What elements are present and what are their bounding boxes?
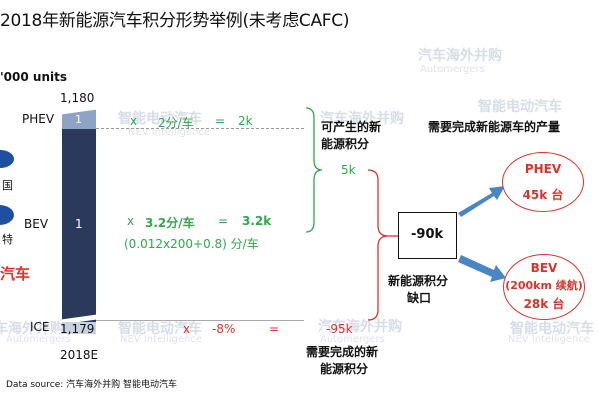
phev-guide-line bbox=[96, 128, 304, 129]
bev-target-value: 28k 台 bbox=[523, 297, 565, 311]
row-label-ice: ICE bbox=[30, 320, 50, 334]
phev-target-ellipse: PHEV 45k 台 bbox=[502, 152, 584, 212]
watermark-automergers-mid: 汽车海外并购 bbox=[320, 111, 404, 127]
required-credits-label-line2: 能源积分 bbox=[320, 362, 369, 376]
bev-calc-result: 3.2k bbox=[242, 214, 272, 228]
watermark-nev-bottom-2-sub: NEV Intelligence bbox=[508, 334, 591, 345]
watermark-nev-top-1-sub: NEV Intelligence bbox=[128, 127, 211, 138]
ice-calc-rate: -8% bbox=[212, 322, 236, 336]
credit-gap-box: -90k bbox=[398, 212, 457, 259]
credits-generated-label-line2: 能源积分 bbox=[321, 137, 370, 151]
bar-top-value: 1,180 bbox=[60, 91, 95, 105]
bev-calc-formula: (0.012x200+0.8) 分/车 bbox=[124, 237, 259, 251]
bev-target-range: (200km 续航) bbox=[505, 279, 583, 292]
credit-gap-label-line2: 缺口 bbox=[407, 291, 432, 305]
ice-calc-result: -95k bbox=[326, 322, 353, 336]
watermark-automergers-bottom-sub: Automergers bbox=[320, 334, 385, 345]
required-production-label: 需要完成新能源车的产量 bbox=[428, 120, 561, 134]
ice-calc-x: x bbox=[183, 322, 191, 336]
watermark-nev-bottom-1-sub: NEV Intelligence bbox=[120, 334, 203, 345]
brand-logo-1-icon bbox=[0, 150, 14, 168]
units-label: '000 units bbox=[0, 70, 67, 84]
arrow-to-bev-icon bbox=[458, 255, 506, 282]
credit-gap-value: -90k bbox=[411, 227, 444, 242]
credits-generated-label-line1: 可产生的新 bbox=[321, 120, 382, 134]
bev-calc-x: x bbox=[127, 214, 135, 228]
watermark-automergers-left: 汽车海外并购 bbox=[0, 321, 64, 337]
brand-logo-1-text: 国 bbox=[2, 179, 13, 192]
watermark-automergers-left-sub: Automergers bbox=[6, 334, 71, 345]
bev-calc-rate: 3.2分/车 bbox=[145, 216, 195, 230]
credits-total: 5k bbox=[341, 163, 356, 177]
bev-calc-eq: = bbox=[218, 214, 229, 228]
phev-calc-result: 2k bbox=[238, 114, 253, 128]
green-brace bbox=[305, 107, 323, 233]
row-label-bev: BEV bbox=[24, 217, 49, 231]
phev-target-value: 45k 台 bbox=[522, 188, 564, 202]
arrow-to-phev-icon bbox=[458, 186, 505, 217]
bev-target-ellipse: BEV (200km 续航) 28k 台 bbox=[503, 254, 585, 320]
watermark-automergers-top-sub: Automergers bbox=[420, 64, 485, 75]
watermark-nev-bottom-2: 智能电动汽车 bbox=[510, 321, 594, 337]
ice-calc-eq: = bbox=[269, 322, 280, 336]
watermark-automergers-top: 汽车海外并购 bbox=[418, 48, 502, 64]
red-brace bbox=[367, 169, 389, 321]
bev-target-name: BEV bbox=[530, 261, 558, 275]
watermark-automergers-bottom: 汽车海外并购 bbox=[318, 319, 402, 335]
bar-phev-segment bbox=[62, 109, 96, 129]
phev-calc-rate: 2分/车 bbox=[158, 116, 194, 130]
brand-logo-3-text: 汽车 bbox=[0, 265, 31, 283]
bar-category-label: 2018E bbox=[60, 348, 99, 362]
required-credits-label-line1: 需要完成的新 bbox=[306, 345, 379, 359]
credit-gap-label-line1: 新能源积分 bbox=[388, 274, 449, 288]
page-title: 2018年新能源汽车积分形势举例(未考虑CAFC) bbox=[0, 11, 350, 31]
brand-logo-2-icon bbox=[0, 205, 14, 225]
bar-ice-segment bbox=[62, 322, 96, 334]
brand-logo-2-text: 特 bbox=[2, 233, 13, 246]
watermark-nev-top-2: 智能电动汽车 bbox=[478, 99, 562, 115]
bar-bev-segment-label: 1 bbox=[75, 217, 83, 231]
bar-main bbox=[62, 120, 96, 326]
phev-calc-eq: = bbox=[215, 114, 226, 128]
bar-phev-segment-label: 1 bbox=[75, 113, 82, 126]
watermark-nev-bottom-1: 智能电动汽车 bbox=[118, 321, 202, 337]
watermark-nev-top-1: 智能电动汽车 bbox=[118, 111, 202, 127]
data-source-note: Data source: 汽车海外并购 智能电动汽车 bbox=[6, 380, 177, 390]
bar-bottom-value: 1,179 bbox=[60, 322, 95, 336]
row-label-phev: PHEV bbox=[22, 112, 55, 126]
phev-target-name: PHEV bbox=[524, 162, 562, 176]
ice-guide-line bbox=[96, 320, 304, 321]
phev-calc-x: x bbox=[130, 114, 138, 128]
